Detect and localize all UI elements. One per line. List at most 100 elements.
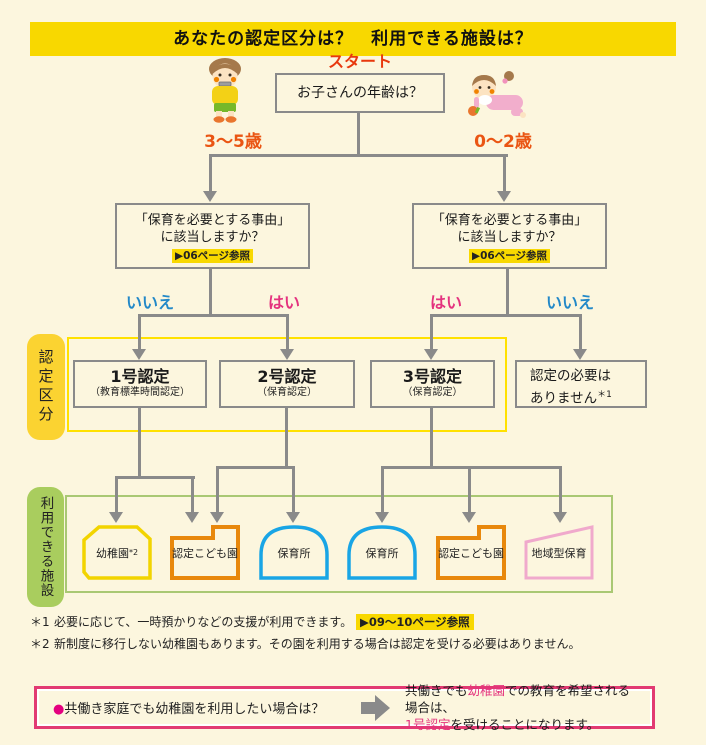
need-question-box-right: 「保育を必要とする事由」 に該当しますか？ ▶06ページ参照: [412, 203, 607, 269]
flow-line: [209, 154, 508, 157]
cert-3-subtitle: （保育認定）: [402, 387, 463, 398]
flow-line: [381, 466, 384, 514]
no-label-left: いいえ: [125, 293, 174, 312]
no-cert-line2: ありません＊1: [530, 390, 612, 407]
facility-label: 地域型保育: [531, 546, 587, 560]
flow-arrow: [573, 349, 587, 360]
dome-shape-icon: [347, 525, 417, 580]
facility-label: 保育所: [365, 546, 399, 560]
flow-line: [216, 466, 295, 469]
flow-line: [209, 154, 212, 192]
no-cert-box: 認定の必要は ありません＊1: [515, 360, 647, 408]
flow-line: [209, 269, 212, 317]
age-question-box: お子さんの年齢は？: [275, 73, 445, 113]
facility-label: 認定こども園: [172, 546, 238, 560]
facility-section-label: 利用できる施設: [27, 487, 64, 607]
flow-line: [357, 113, 360, 157]
flow-line: [216, 466, 219, 514]
flow-line: [430, 408, 433, 469]
flow-arrow: [462, 512, 476, 523]
flow-line: [115, 476, 195, 479]
facility-label: 保育所: [277, 546, 311, 560]
flow-line: [506, 269, 509, 317]
start-label: スタート: [327, 52, 392, 71]
page-ref-badge: ▶06ページ参照: [469, 249, 550, 263]
cert-1-subtitle: （教育標準時間認定）: [90, 387, 190, 398]
footnote-2-text: 新制度に移行しない幼稚園もあります。その園を利用する場合は認定を受ける必要はあり…: [54, 637, 581, 651]
facility-label: 認定こども園: [438, 546, 504, 560]
flow-line: [381, 466, 562, 469]
flow-arrow: [375, 512, 389, 523]
no-cert-line1: 認定の必要は: [530, 368, 611, 384]
no-label-right: いいえ: [545, 293, 594, 312]
flow-line: [138, 314, 289, 317]
flow-line: [559, 466, 562, 514]
flow-arrow: [210, 512, 224, 523]
footnote-1: ＊1 必要に応じて、一時預かりなどの支援が利用できます。 ▶09～10ページ参照: [30, 613, 474, 630]
flow-line: [285, 408, 288, 469]
footnote-2-marker: ＊2: [30, 637, 50, 651]
girl-icon: [468, 71, 526, 118]
slant-shape-icon: [524, 525, 594, 580]
folder-shape-icon: [436, 525, 506, 580]
need-question-line1: 「保育を必要とする事由」: [431, 213, 588, 228]
qa-answer-line1: 共働きでも幼稚園での教育を希望される場合は、: [405, 683, 631, 715]
girl-illustration: [462, 68, 528, 127]
right-block-arrow-icon: [361, 694, 390, 721]
flow-line: [430, 314, 433, 350]
cert-section-label: 認定区分: [27, 334, 65, 440]
qa-box-inner: ●共働き家庭でも幼稚園を利用したい場合は？ 共働きでも幼稚園での教育を希望される…: [39, 683, 650, 732]
flow-line: [292, 466, 295, 514]
flow-arrow: [109, 512, 123, 523]
flow-arrow: [286, 512, 300, 523]
flow-line: [579, 314, 582, 350]
flow-arrow: [553, 512, 567, 523]
flow-arrow: [424, 349, 438, 360]
cert-box-1: 1号認定 （教育標準時間認定）: [73, 360, 207, 408]
dome-shape-icon: [259, 525, 329, 580]
footnote-1-text: 必要に応じて、一時預かりなどの支援が利用できます。: [54, 615, 353, 629]
flow-line: [138, 408, 141, 479]
facility-label: 幼稚園*2: [95, 546, 139, 560]
facility-kodomoen-2: 認定こども園: [436, 525, 506, 580]
flow-arrow: [497, 191, 511, 202]
footnote-1-marker: ＊1: [30, 615, 50, 629]
folder-shape-icon: [170, 525, 240, 580]
flow-line: [430, 314, 582, 317]
qa-answer: 共働きでも幼稚園での教育を希望される場合は、 1号認定を受けることになります。: [405, 682, 640, 733]
flow-arrow: [132, 349, 146, 360]
age-question-text: お子さんの年齢は？: [297, 85, 423, 101]
qa-question: ●共働き家庭でも幼稚園を利用したい場合は？: [53, 702, 325, 717]
flow-line: [503, 154, 506, 192]
yes-label-right: はい: [429, 293, 462, 312]
flow-line: [115, 476, 118, 514]
footnote-2: ＊2 新制度に移行しない幼稚園もあります。その園を利用する場合は認定を受ける必要は…: [30, 635, 580, 652]
flow-arrow: [185, 512, 199, 523]
cert-box-3: 3号認定 （保育認定）: [370, 360, 495, 408]
facility-chiikigata: 地域型保育: [524, 525, 594, 580]
need-question-line1: 「保育を必要とする事由」: [134, 213, 291, 228]
flow-line: [191, 476, 194, 514]
yes-label-left: はい: [267, 293, 300, 312]
flow-arrow: [280, 349, 294, 360]
age-right-label: 0～2歳: [474, 132, 532, 152]
cert-box-2: 2号認定 （保育認定）: [219, 360, 355, 408]
cert-2-subtitle: （保育認定）: [257, 387, 317, 398]
facility-youchien: 幼稚園*2: [82, 525, 152, 580]
need-question-line2: に該当しますか？: [160, 230, 265, 245]
qa-box: ●共働き家庭でも幼稚園を利用したい場合は？ 共働きでも幼稚園での教育を希望される…: [34, 683, 655, 732]
flow-line: [138, 314, 141, 350]
need-question-line2: に該当しますか？: [457, 230, 562, 245]
bullet-icon: ●: [53, 702, 65, 717]
house-shape-icon: [82, 525, 152, 580]
boy-illustration: [198, 56, 252, 128]
facility-section-frame: [65, 495, 613, 593]
age-left-label: 3～5歳: [204, 132, 262, 152]
facility-hoikusho-2: 保育所: [347, 525, 417, 580]
flow-line: [286, 314, 289, 350]
footnote-1-page-ref: ▶09～10ページ参照: [356, 614, 474, 630]
facility-kodomoen-1: 認定こども園: [170, 525, 240, 580]
cert-3-title: 3号認定: [402, 367, 463, 386]
page-title: あなたの認定区分は？ 利用できる施設は？: [30, 22, 676, 56]
